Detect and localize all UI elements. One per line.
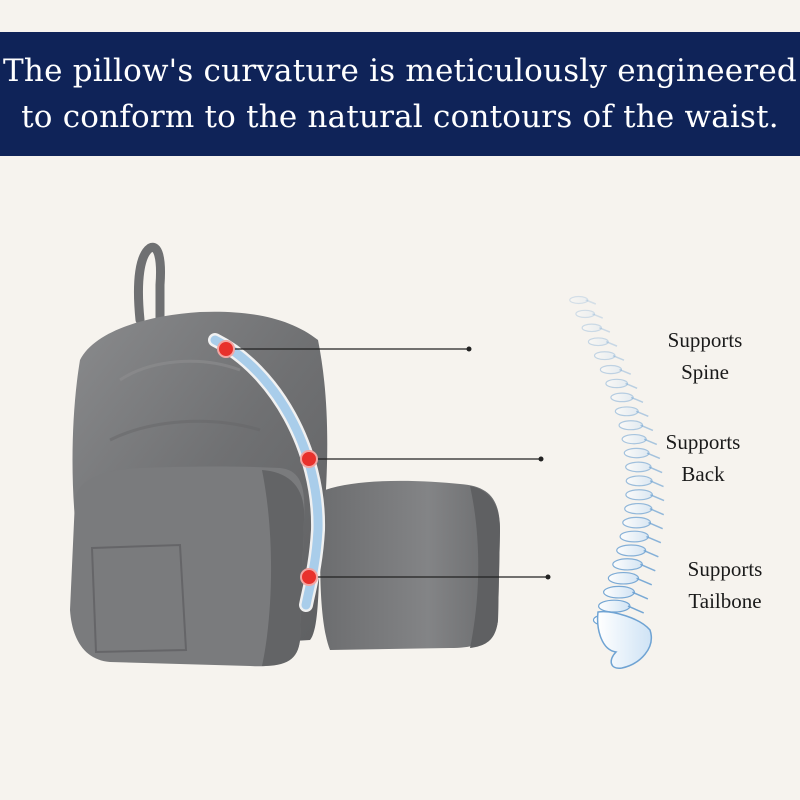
vertebra-process — [612, 354, 625, 361]
pillow-handle — [133, 242, 165, 325]
vertebra — [575, 309, 596, 319]
header-line-2: to conform to the natural contours of th… — [21, 99, 779, 135]
vertebra-process — [636, 577, 653, 586]
vertebra — [581, 323, 602, 333]
label-back-line-2: Back — [681, 462, 725, 486]
vertebra — [569, 295, 589, 305]
label-spine-line-2: Spine — [681, 360, 729, 384]
vertebra-process — [605, 341, 618, 347]
label-supports-tailbone: Supports Tailbone — [670, 553, 780, 617]
vertebra — [614, 406, 639, 417]
vertebra-process — [625, 382, 638, 389]
vertebra-process — [648, 521, 663, 530]
vertebra-process — [585, 299, 597, 305]
label-spine-line-1: Supports — [667, 328, 743, 352]
vertebra-process — [643, 549, 659, 558]
vertebra — [605, 378, 629, 389]
vertebra — [618, 420, 644, 431]
vertebra — [623, 447, 650, 459]
vertebra — [625, 461, 652, 473]
spine-illustration — [569, 295, 665, 669]
label-supports-back: Supports Back — [648, 426, 758, 490]
label-tailbone-line-2: Tailbone — [688, 589, 762, 613]
vertebra — [619, 530, 650, 543]
vertebra — [607, 571, 640, 585]
label-supports-spine: Supports Spine — [650, 324, 760, 388]
vertebra-process — [646, 452, 661, 460]
vertebra-process — [635, 410, 649, 418]
vertebra-process — [627, 605, 645, 614]
vertebra-process — [640, 563, 656, 572]
vertebra-process — [630, 396, 644, 403]
vertebra-process — [599, 327, 611, 333]
sacrum — [596, 610, 653, 669]
label-back-line-1: Supports — [665, 430, 741, 454]
vertebra-process — [643, 438, 658, 446]
vertebra-process — [650, 494, 665, 502]
vertebra-process — [640, 424, 654, 432]
vertebra — [599, 364, 623, 375]
vertebra-process — [592, 313, 604, 319]
vertebra — [621, 433, 647, 445]
vertebra — [625, 489, 654, 501]
label-tailbone-line-1: Supports — [687, 557, 763, 581]
header-line-1: The pillow's curvature is meticulously e… — [3, 53, 797, 89]
vertebra-process — [632, 591, 649, 600]
vertebra — [603, 585, 635, 599]
vertebra-process — [646, 535, 662, 544]
vertebra — [622, 516, 652, 529]
vertebra — [593, 351, 616, 361]
vertebra — [610, 392, 634, 403]
vertebra — [624, 502, 653, 515]
vertebra-process — [649, 480, 664, 488]
vertebra — [612, 558, 643, 571]
callout-back-pointer — [300, 450, 544, 468]
vertebra-process — [619, 368, 632, 375]
vertebra — [616, 544, 647, 557]
pillow-left-armrest — [70, 466, 305, 667]
vertebra-process — [648, 466, 663, 474]
header-banner: The pillow's curvature is meticulously e… — [0, 32, 800, 156]
vertebra — [587, 337, 609, 347]
callout-spine-pointer — [217, 340, 472, 358]
vertebra-process — [649, 508, 665, 516]
vertebra — [597, 599, 631, 613]
callout-tailbone-pointer — [300, 568, 551, 586]
pillow-right-armrest — [320, 480, 500, 650]
vertebra — [625, 475, 653, 487]
